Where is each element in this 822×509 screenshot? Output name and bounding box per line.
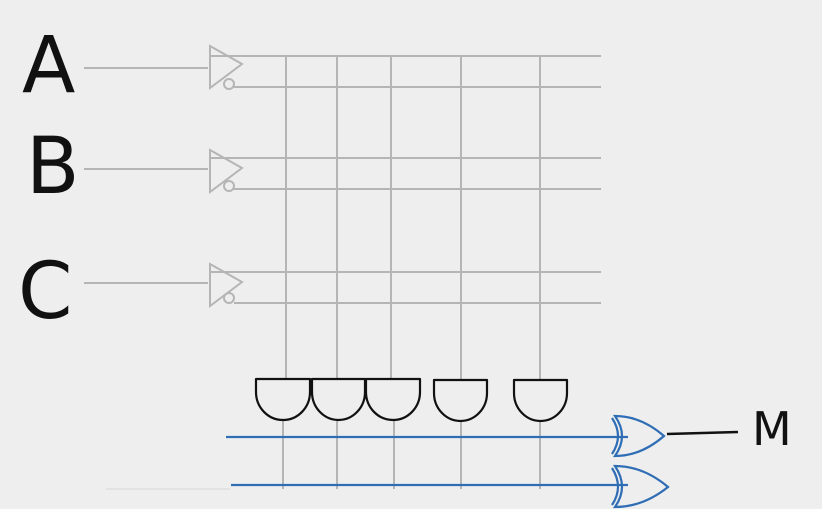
or-gate-2 xyxy=(611,464,670,509)
buffer-inverter-c xyxy=(209,262,244,308)
output-wire-m xyxy=(666,430,739,436)
buffer-inverter-b xyxy=(209,148,244,194)
input-label-a: A xyxy=(22,21,75,111)
and-gate-3 xyxy=(364,377,422,422)
and-gate-5 xyxy=(512,378,569,423)
input-label-c: C xyxy=(18,247,72,337)
and-gate-4 xyxy=(432,378,489,423)
output-label-m: M xyxy=(752,402,792,456)
buffer-inverter-a xyxy=(209,44,244,90)
and-gate-2 xyxy=(310,377,367,422)
or-gate-1 xyxy=(611,414,666,458)
input-label-b: B xyxy=(26,122,80,212)
and-gate-1 xyxy=(254,377,312,422)
